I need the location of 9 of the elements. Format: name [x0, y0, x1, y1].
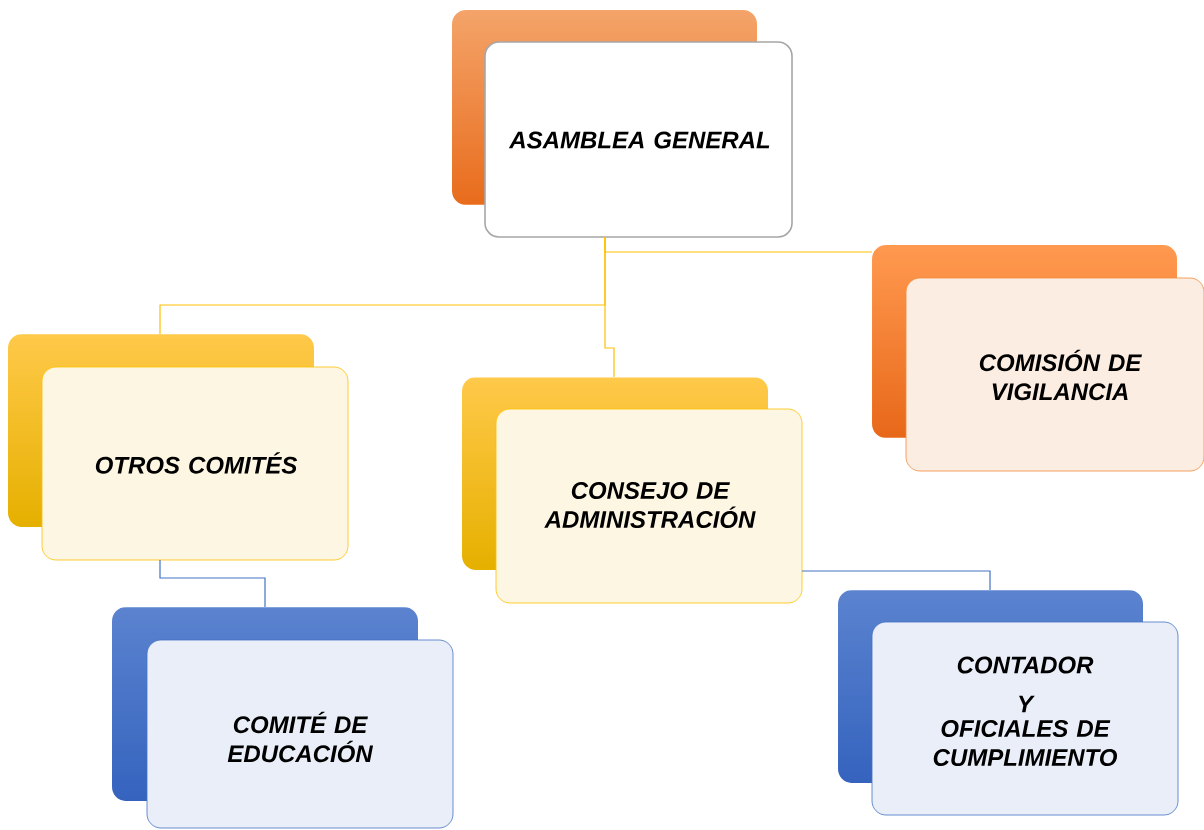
org-box: CONTADOR Y OFICIALES DE CUMPLIMIENTO — [871, 621, 1179, 816]
org-box: COMISIÓN DE VIGILANCIA — [905, 277, 1204, 472]
connector-line — [801, 570, 991, 591]
org-box: ASAMBLEA GENERAL — [484, 41, 793, 238]
org-box: OTROS COMITÉS — [41, 366, 349, 561]
org-box: CONSEJO DE ADMINISTRACIÓN — [495, 408, 803, 604]
connector-line — [159, 559, 266, 608]
org-box: COMITÉ DE EDUCACIÓN — [146, 639, 454, 829]
connector-line — [604, 236, 615, 378]
